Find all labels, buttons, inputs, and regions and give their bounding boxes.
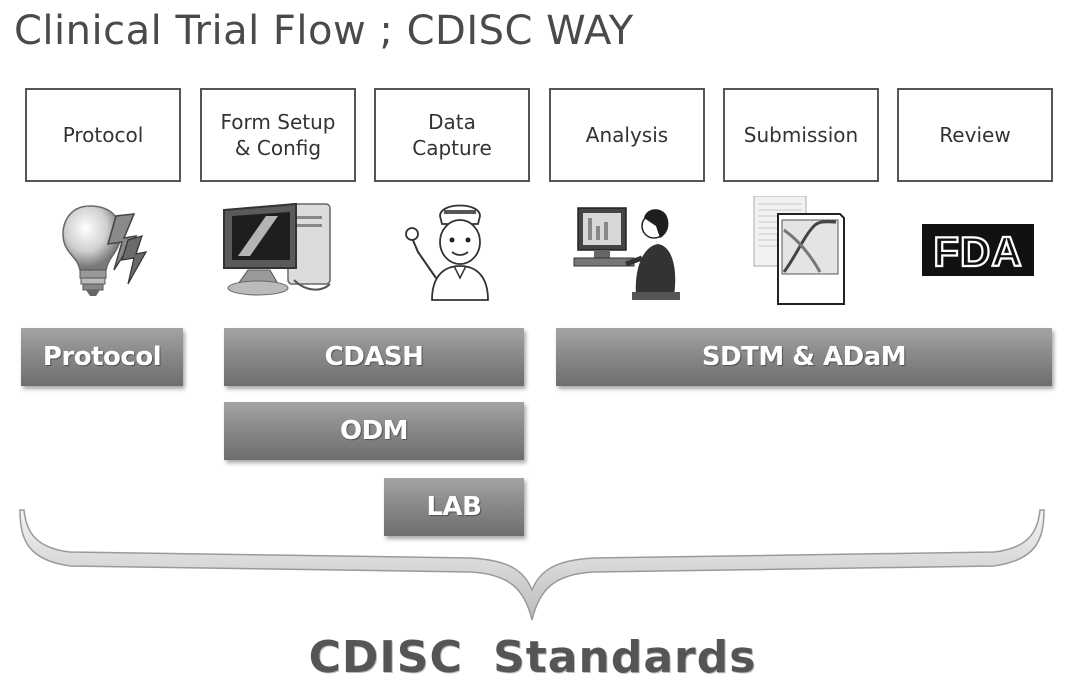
stage-data-capture: Data Capture bbox=[374, 88, 530, 182]
standard-sdtm-adam: SDTM & ADaM bbox=[556, 328, 1052, 386]
stage-form-setup: Form Setup & Config bbox=[200, 88, 356, 182]
analyst-at-computer-icon bbox=[573, 207, 680, 300]
curly-brace bbox=[19, 509, 1045, 621]
standard-odm: ODM bbox=[224, 402, 524, 460]
standard-cdash: CDASH bbox=[224, 328, 524, 386]
computer-icon bbox=[223, 202, 331, 296]
report-document-icon bbox=[753, 196, 845, 305]
standard-protocol: Protocol bbox=[21, 328, 183, 386]
standard-lab: LAB bbox=[384, 478, 524, 536]
fda-logo-text: FDA bbox=[933, 228, 1022, 275]
lightbulb-icon bbox=[62, 205, 148, 296]
stage-analysis: Analysis bbox=[549, 88, 705, 182]
page-title: Clinical Trial Flow ; CDISC WAY bbox=[14, 8, 634, 54]
stage-submission: Submission bbox=[723, 88, 879, 182]
stage-protocol: Protocol bbox=[25, 88, 181, 182]
footer-title: CDISC Standards bbox=[308, 632, 757, 683]
stage-review: Review bbox=[897, 88, 1053, 182]
nurse-icon bbox=[405, 204, 489, 301]
fda-logo-icon: FDA bbox=[922, 224, 1034, 276]
